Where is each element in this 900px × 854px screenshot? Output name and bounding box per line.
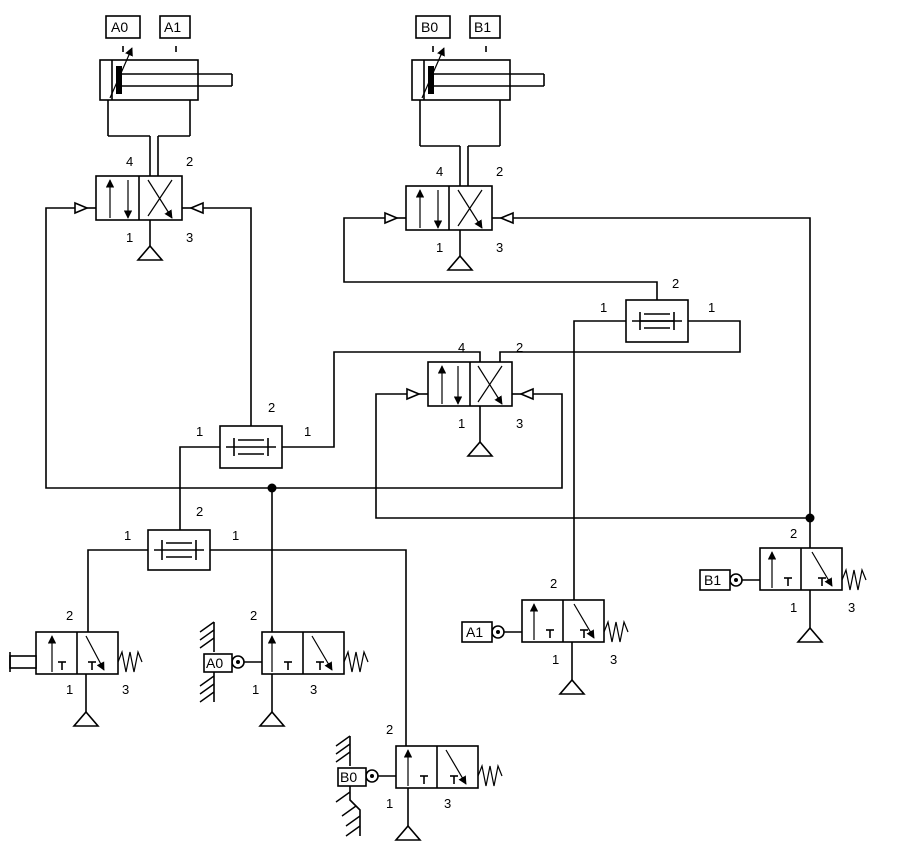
valve-a-port-1: 1 <box>126 230 133 245</box>
cylinder-b <box>411 47 545 186</box>
limit-tag-a1-text: A1 <box>164 19 181 35</box>
logic-upper-right-port-2: 2 <box>672 276 679 291</box>
limit-tag-b0: B0 <box>415 15 451 52</box>
limit-tag-a0-text: A0 <box>111 19 128 35</box>
a0-valve-port-1: 1 <box>252 682 259 697</box>
logic-valve-lower: 1 2 1 <box>124 504 239 571</box>
roller-valve-a1: 2 1 3 <box>491 576 629 695</box>
cam-hatch-b0 <box>335 735 361 837</box>
a0-valve-port-2: 2 <box>250 608 257 623</box>
b1-valve-port-3: 3 <box>848 600 855 615</box>
b0-valve-port-3: 3 <box>444 796 451 811</box>
b1-valve-port-1: 1 <box>790 600 797 615</box>
limit-tag-b1-sensor: B1 <box>699 569 731 591</box>
logic-upper-right-port-1b: 1 <box>708 300 715 315</box>
limit-tag-a1-sensor: A1 <box>461 621 493 643</box>
limit-tag-b0-sensor-text: B0 <box>340 769 357 785</box>
memory-valve-port-2: 2 <box>516 340 523 355</box>
limit-tag-b0-sensor: B0 <box>337 767 367 787</box>
a1-valve-port-1: 1 <box>552 652 559 667</box>
valve-a-5-2-pilot: 4 2 1 3 <box>74 154 204 261</box>
limit-tag-a0-sensor-text: A0 <box>206 655 223 671</box>
cylinder-a <box>99 47 233 176</box>
logic-middle-port-2: 2 <box>268 400 275 415</box>
cam-hatch-a0 <box>199 621 215 703</box>
start-valve-port-2: 2 <box>66 608 73 623</box>
memory-valve-5-2: 4 2 1 3 <box>406 340 534 457</box>
logic-lower-port-1b: 1 <box>232 528 239 543</box>
b0-valve-port-2: 2 <box>386 722 393 737</box>
limit-tag-a1-sensor-text: A1 <box>466 624 483 640</box>
roller-valve-b0: 2 1 3 <box>365 722 503 841</box>
b0-valve-port-1: 1 <box>386 796 393 811</box>
piping <box>45 207 815 746</box>
logic-valve-middle: 1 2 1 <box>196 400 311 469</box>
start-valve-port-3: 3 <box>122 682 129 697</box>
valve-a-port-3: 3 <box>186 230 193 245</box>
limit-tag-a0-sensor: A0 <box>203 653 233 673</box>
memory-valve-port-4: 4 <box>458 340 465 355</box>
roller-valve-a0: 2 1 3 <box>231 608 369 727</box>
a0-valve-port-3: 3 <box>310 682 317 697</box>
start-valve-port-1: 1 <box>66 682 73 697</box>
b1-valve-port-2: 2 <box>790 526 797 541</box>
memory-valve-port-1: 1 <box>458 416 465 431</box>
logic-middle-port-1a: 1 <box>196 424 203 439</box>
valve-b-port-3: 3 <box>496 240 503 255</box>
limit-tag-b0-text: B0 <box>421 19 438 35</box>
logic-upper-right-port-1a: 1 <box>600 300 607 315</box>
limit-tag-b1: B1 <box>469 15 501 52</box>
memory-valve-port-3: 3 <box>516 416 523 431</box>
a1-valve-port-3: 3 <box>610 652 617 667</box>
valve-b-port-4: 4 <box>436 164 443 179</box>
valve-b-port-1: 1 <box>436 240 443 255</box>
limit-tag-b1-text: B1 <box>474 19 491 35</box>
logic-valve-upper-right: 1 2 1 <box>600 276 715 343</box>
start-button-valve: 2 1 3 <box>9 608 143 727</box>
valve-b-port-2: 2 <box>496 164 503 179</box>
valve-b-5-2-pilot: 4 2 1 3 <box>384 164 514 271</box>
valve-a-port-4: 4 <box>126 154 133 169</box>
a1-valve-port-2: 2 <box>550 576 557 591</box>
logic-middle-port-1b: 1 <box>304 424 311 439</box>
logic-lower-port-1a: 1 <box>124 528 131 543</box>
limit-tag-b1-sensor-text: B1 <box>704 572 721 588</box>
roller-valve-b1: 2 1 3 <box>729 526 867 643</box>
limit-tag-a0: A0 <box>105 15 141 52</box>
valve-a-port-2: 2 <box>186 154 193 169</box>
logic-lower-port-2: 2 <box>196 504 203 519</box>
limit-tag-a1: A1 <box>159 15 191 52</box>
